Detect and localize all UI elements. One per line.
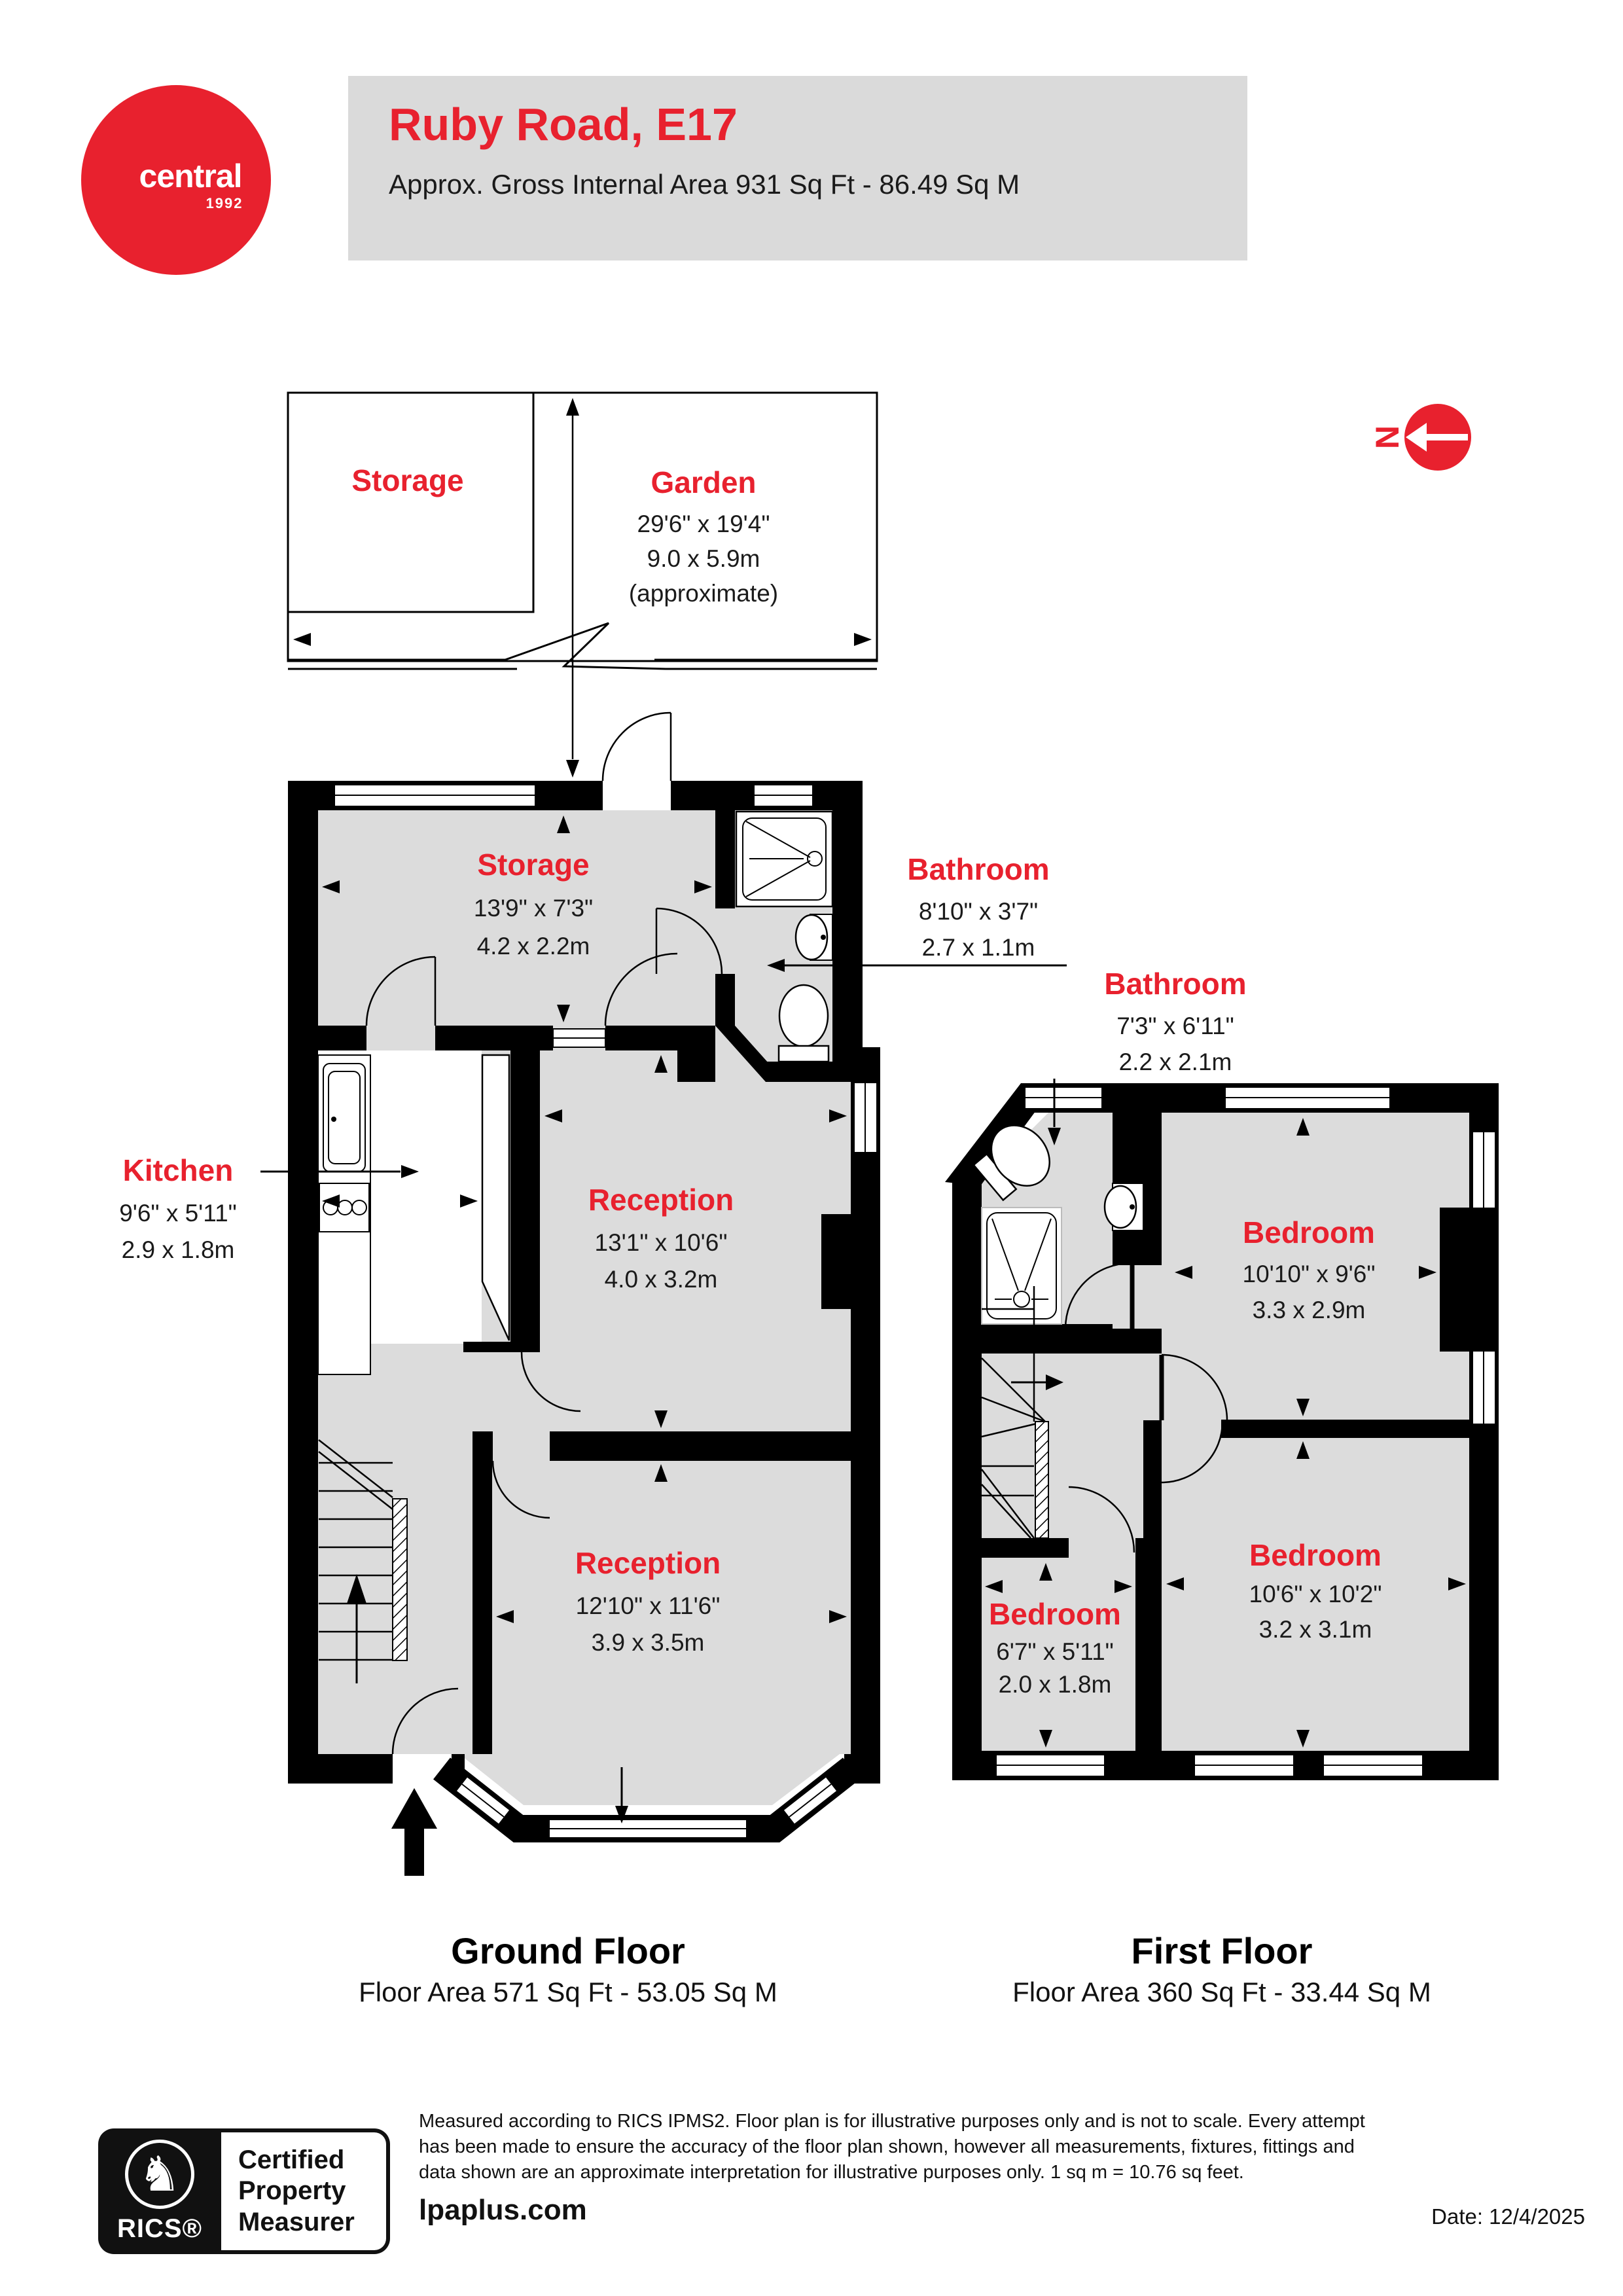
gf-reception1-dim-ft: 13'1" x 10'6": [595, 1229, 728, 1256]
ground-floor-area: Floor Area 571 Sq Ft - 53.05 Sq M: [359, 1977, 777, 2007]
header-banner: Ruby Road, E17 Approx. Gross Internal Ar…: [348, 76, 1247, 260]
gf-storage-label: Storage: [477, 848, 589, 882]
ff-leaders: [1048, 1079, 1061, 1145]
gf-windows: [335, 785, 876, 1152]
gf-storage-dim-ft: 13'9" x 7'3": [474, 895, 593, 922]
north-indicator: N: [1369, 404, 1471, 471]
garden-storage-outline: [287, 391, 535, 613]
ff-stairs: [981, 1286, 1063, 1539]
gf-chimney-breast: [821, 1214, 851, 1309]
gf-reception2-dim-ft: 12'10" x 11'6": [576, 1592, 721, 1619]
rics-badge-left-panel: ♞ RICS®: [98, 2128, 221, 2254]
compass-north-label: N: [1369, 425, 1406, 449]
gf-dimension-arrows: [322, 816, 847, 1823]
central-logo: central 1992: [81, 85, 271, 275]
ff-basin: [1103, 1183, 1144, 1231]
central-logo-text-group: central 1992: [139, 157, 243, 211]
garden-dim-ft: 29'6" x 19'4": [637, 511, 770, 537]
garden-storage-label: Storage: [351, 463, 463, 497]
garden-dimension-arrows: [293, 398, 872, 778]
gf-entrance-arrow: [391, 1788, 437, 1876]
ff-fixtures: [972, 1124, 1144, 1325]
gf-basin: [794, 914, 833, 961]
ff-doors: [1064, 1262, 1228, 1553]
gf-bathroom-dim-ft: 8'10" x 3'7": [919, 898, 1038, 925]
compass-arrow-head: [1406, 423, 1427, 452]
ff-bedroom2-dim-m: 3.2 x 3.1m: [1259, 1616, 1372, 1643]
gf-fixtures: [317, 810, 834, 1375]
disclaimer-line-1: Measured according to RICS IPMS2. Floor …: [419, 2111, 1365, 2132]
gf-kitchen-counter: [317, 1054, 371, 1375]
gf-stairs: [318, 1439, 408, 1683]
gf-bay-window: [433, 1757, 860, 1842]
garden-area: Storage Garden 29'6" x 19'4" 9.0 x 5.9m …: [287, 391, 878, 778]
badge-line-3: Measurer: [238, 2207, 355, 2236]
rics-badge-right-panel: Certified Property Measurer: [221, 2128, 390, 2254]
ff-stairs-arrow: [1046, 1374, 1063, 1390]
ff-shower: [981, 1207, 1062, 1325]
logo-wordmark: central: [139, 158, 243, 194]
ff-bathroom-dim-m: 2.2 x 2.1m: [1119, 1049, 1232, 1075]
ff-bedroom3-dim-ft: 6'7" x 5'11": [996, 1638, 1114, 1665]
first-floor-plan: Bathroom 7'3" x 6'11" 2.2 x 2.1m Bedroom…: [945, 967, 1499, 1780]
garden-outline: [287, 391, 878, 662]
disclaimer-text: Measured according to RICS IPMS2. Floor …: [419, 2109, 1479, 2185]
ff-windows: [997, 1088, 1495, 1776]
rics-lion-icon: ♞: [125, 2139, 194, 2209]
gf-hob: [319, 1183, 370, 1232]
gf-kitchen-label: Kitchen: [123, 1153, 234, 1187]
first-floor-title: First Floor: [1132, 1930, 1313, 1971]
website-text: lpaplus.com: [419, 2194, 587, 2226]
page-subtitle: Approx. Gross Internal Area 931 Sq Ft - …: [389, 168, 1020, 200]
ff-bathroom-label: Bathroom: [1104, 967, 1246, 1001]
gf-cupboard: [481, 1054, 510, 1341]
gf-leaders: [260, 959, 1067, 1178]
logo-year: 1992: [205, 195, 243, 211]
badge-line-2: Property: [238, 2176, 346, 2206]
ground-floor-plan: Storage 13'9" x 7'3" 4.2 x 2.2m Bathroom…: [119, 711, 1067, 1876]
gf-doors: [365, 711, 723, 1755]
gf-bathroom-dim-m: 2.7 x 1.1m: [922, 934, 1035, 961]
gf-reception1-label: Reception: [588, 1183, 734, 1217]
gf-reception2-label: Reception: [575, 1546, 721, 1580]
ground-floor-title: Ground Floor: [451, 1930, 685, 1971]
gf-storage-dim-m: 4.2 x 2.2m: [477, 933, 590, 960]
garden-note: (approximate): [629, 580, 778, 607]
disclaimer-line-2: has been made to ensure the accuracy of …: [419, 2136, 1355, 2157]
page-title: Ruby Road, E17: [389, 99, 738, 150]
ff-bathroom-dim-ft: 7'3" x 6'11": [1116, 1013, 1234, 1039]
ff-bedroom2-dim-ft: 10'6" x 10'2": [1249, 1581, 1382, 1607]
badge-line-1: Certified: [238, 2145, 345, 2175]
gf-stairs-up-arrow: [347, 1574, 366, 1604]
date-text: Date: 12/4/2025: [1431, 2204, 1585, 2229]
ff-bedroom2-label: Bedroom: [1249, 1538, 1382, 1572]
gf-reception1-dim-m: 4.0 x 3.2m: [605, 1266, 718, 1293]
ff-bedroom1-dim-m: 3.3 x 2.9m: [1253, 1297, 1366, 1323]
gf-toilet: [777, 984, 830, 1063]
rics-org-label: RICS®: [116, 2214, 203, 2243]
ff-bedroom1-label: Bedroom: [1243, 1215, 1375, 1249]
gf-kitchen-dim-m: 2.9 x 1.8m: [122, 1236, 235, 1263]
rics-certification-badge: ♞ RICS® Certified Property Measurer: [98, 2128, 390, 2254]
ff-bedroom3-dim-m: 2.0 x 1.8m: [999, 1671, 1112, 1698]
garden-label: Garden: [651, 465, 756, 499]
ff-bedroom1-dim-ft: 10'10" x 9'6": [1243, 1261, 1376, 1287]
garden-dim-m: 9.0 x 5.9m: [647, 545, 760, 572]
gf-bathroom-label: Bathroom: [907, 852, 1049, 886]
gf-kitchen-dim-ft: 9'6" x 5'11": [119, 1200, 237, 1227]
ff-toilet: [972, 1124, 1050, 1202]
disclaimer-line-3: data shown are an approximate interpreta…: [419, 2161, 1244, 2183]
ff-bedroom3-label: Bedroom: [989, 1597, 1121, 1631]
gf-reception2-dim-m: 3.9 x 3.5m: [592, 1629, 705, 1656]
ff-walls: [945, 1083, 1499, 1780]
garden-break-line: [505, 622, 667, 670]
gf-shower: [735, 810, 834, 908]
first-floor-area: Floor Area 360 Sq Ft - 33.44 Sq M: [1012, 1977, 1431, 2007]
ff-chimney-breast: [1440, 1208, 1469, 1352]
